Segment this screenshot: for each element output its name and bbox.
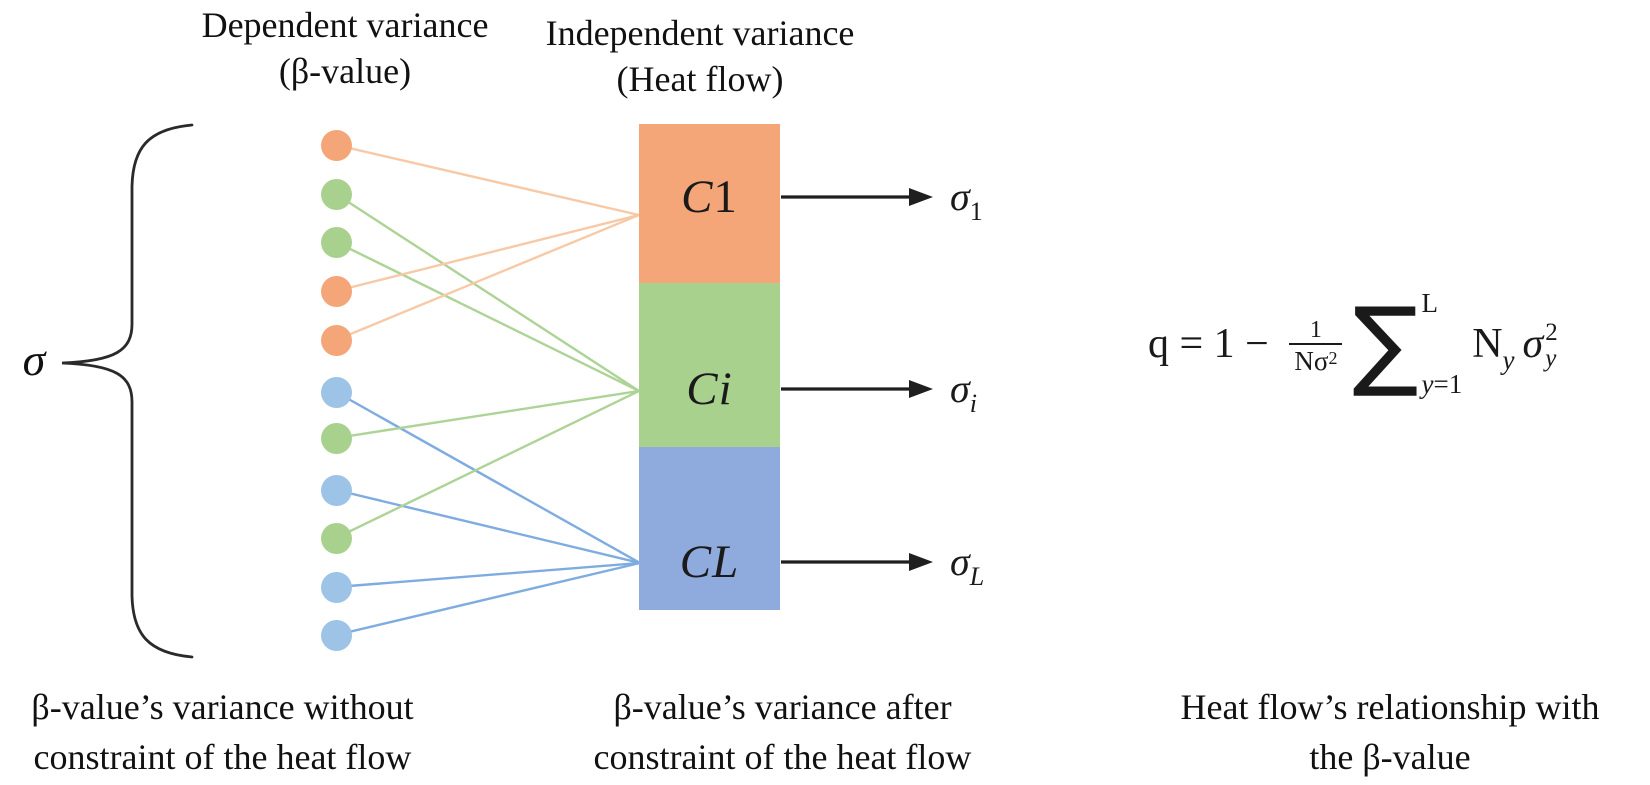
link-line-orange-0: [335, 143, 640, 217]
caption-middle-line2: constraint of the heat flow: [593, 737, 972, 777]
term-sigma-exponent: 2: [1545, 319, 1558, 346]
link-line-green-1: [335, 192, 640, 393]
term-sigma: σ 2 y: [1522, 318, 1558, 372]
link-line-blue-5: [335, 390, 641, 565]
denominator-base: Nσ: [1294, 346, 1329, 376]
fraction-denominator: Nσ2: [1289, 343, 1343, 377]
term-N-base: N: [1472, 321, 1503, 367]
output-arrow-head-C1: [909, 188, 933, 206]
heat-flow-formula: q = 1 − 1 Nσ2 ∑ L y=1 Ny σ 2 y: [1148, 284, 1558, 404]
beta-dot-orange-0: [320, 129, 352, 161]
beta-dot-orange-3: [320, 275, 352, 307]
caption-right-line1: Heat flow’s relationship with: [1180, 687, 1600, 727]
beta-dot-green-6: [320, 422, 352, 454]
link-line-blue-9: [335, 561, 641, 589]
beta-dot-blue-9: [320, 571, 352, 603]
header-independent-line1: Independent variance: [545, 13, 855, 53]
beta-dot-green-1: [320, 178, 352, 210]
caption-left-line1: β-value’s variance without: [31, 687, 414, 727]
header-independent-variance: Independent variance (Heat flow): [500, 10, 900, 102]
beta-dot-green-8: [320, 522, 352, 554]
heat-flow-box-CL: [639, 447, 780, 610]
caption-left-line2: constraint of the heat flow: [33, 737, 412, 777]
caption-after-constraint: β-value’s variance after constraint of t…: [565, 682, 1000, 782]
box-label-CL: CL: [679, 536, 740, 588]
box-label-Ci: Ci: [686, 363, 733, 415]
heat-flow-box-Ci: [639, 283, 780, 447]
beta-dot-green-2: [320, 226, 352, 258]
caption-middle-line1: β-value’s variance after: [613, 687, 952, 727]
sigma-output-C1: σ1: [950, 174, 983, 226]
beta-dot-blue-10: [320, 619, 352, 651]
link-line-blue-7: [335, 488, 641, 565]
heat-flow-box-C1: [639, 124, 780, 283]
summation-limits: L y=1: [1421, 290, 1462, 398]
link-line-orange-3: [335, 213, 640, 293]
lower-limit-variable: y: [1421, 369, 1434, 399]
header-independent-line2: (Heat flow): [616, 59, 784, 99]
summation-upper-limit: L: [1421, 288, 1438, 318]
summation-symbol: ∑: [1352, 287, 1419, 401]
link-line-orange-4: [335, 213, 640, 342]
beta-dot-blue-7: [320, 474, 352, 506]
caption-without-constraint: β-value’s variance without constraint of…: [0, 682, 445, 782]
link-line-green-8: [335, 389, 640, 540]
formula-lhs: q = 1 −: [1148, 321, 1280, 367]
beta-dot-orange-4: [320, 324, 352, 356]
sigma-output-CL: σL: [950, 539, 985, 591]
sigma-output-Ci: σi: [950, 366, 977, 418]
output-arrow-head-CL: [909, 553, 933, 571]
summation: ∑ L y=1: [1352, 290, 1462, 398]
term-N-subscript: y: [1502, 345, 1515, 375]
brace-sigma-label: σ: [22, 334, 46, 385]
left-curly-brace: [61, 123, 194, 659]
denominator-exponent: 2: [1328, 348, 1338, 368]
header-dependent-line1: Dependent variance: [201, 5, 489, 45]
formula-fraction: 1 Nσ2: [1289, 317, 1343, 377]
link-line-green-2: [335, 240, 640, 393]
term-sigma-base: σ: [1522, 321, 1544, 367]
box-label-C1: C1: [681, 171, 738, 223]
link-line-green-6: [335, 389, 640, 440]
beta-dot-blue-5: [320, 376, 352, 408]
term-sigma-subscript: y: [1545, 345, 1557, 372]
fraction-numerator: 1: [1309, 317, 1322, 343]
lower-limit-value: =1: [1433, 369, 1463, 399]
output-arrow-head-Ci: [909, 380, 933, 398]
link-line-blue-10: [335, 561, 641, 637]
header-dependent-variance: Dependent variance (β-value): [145, 2, 545, 94]
term-N: Ny: [1472, 320, 1514, 374]
header-dependent-line2: (β-value): [278, 51, 412, 91]
summation-lower-limit: y=1: [1421, 371, 1462, 398]
caption-right-line2: the β-value: [1309, 737, 1471, 777]
term-sigma-scripts: 2 y: [1545, 320, 1558, 372]
caption-relationship: Heat flow’s relationship with the β-valu…: [1155, 682, 1625, 782]
